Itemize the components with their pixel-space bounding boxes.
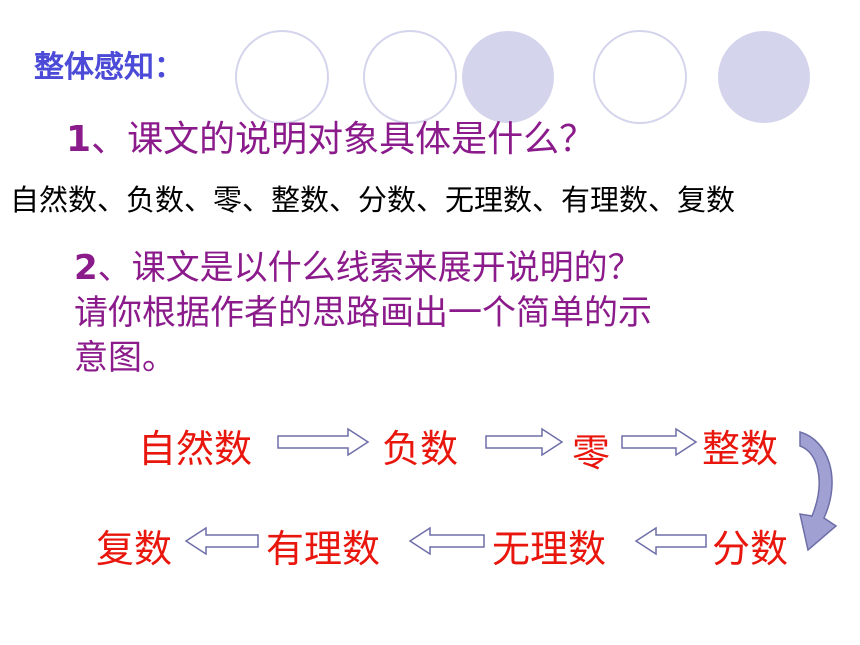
question-2-line-1-text: 、课文是以什么线索来展开说明的？: [97, 248, 642, 288]
section-heading: 整体感知：: [34, 50, 184, 85]
node-zero: 零: [572, 431, 611, 475]
decor-circle-5: [718, 31, 810, 123]
node-natural-number: 自然数: [138, 427, 253, 471]
arrow-left-3: [634, 526, 707, 556]
node-complex-number: 复数: [96, 527, 173, 571]
question-2-line-2: 请你根据作者的思路画出一个简单的示: [74, 293, 652, 333]
answer-1: 自然数、负数、零、整数、分数、无理数、有理数、复数: [10, 183, 736, 217]
arrow-right-3: [621, 427, 698, 457]
arrow-left-2: [408, 526, 485, 556]
node-rational-number: 有理数: [266, 527, 381, 571]
decor-circle-3: [462, 31, 554, 123]
node-irrational-number: 无理数: [492, 527, 607, 571]
node-fraction: 分数: [712, 527, 789, 571]
question-2-number: 2: [74, 248, 98, 288]
decor-circle-2: [363, 30, 457, 124]
arrow-right-2: [485, 427, 564, 457]
decor-circle-1: [235, 30, 329, 124]
question-2: 2、课文是以什么线索来展开说明的？ 请你根据作者的思路画出一个简单的示 意图。: [74, 246, 652, 381]
question-1-number: 1: [66, 119, 92, 160]
question-1: 1、课文的说明对象具体是什么？: [66, 110, 595, 162]
arrow-right-1: [277, 427, 370, 457]
node-negative-number: 负数: [382, 427, 459, 471]
question-1-text: 、课文的说明对象具体是什么？: [91, 119, 596, 160]
question-2-line-3: 意图。: [74, 338, 176, 378]
decor-circle-4: [593, 30, 687, 124]
question-2-line-1: 2、课文是以什么线索来展开说明的？: [74, 246, 652, 291]
arrow-left-1: [184, 526, 259, 556]
arrow-curve-down: [799, 431, 838, 552]
node-integer: 整数: [702, 427, 779, 471]
